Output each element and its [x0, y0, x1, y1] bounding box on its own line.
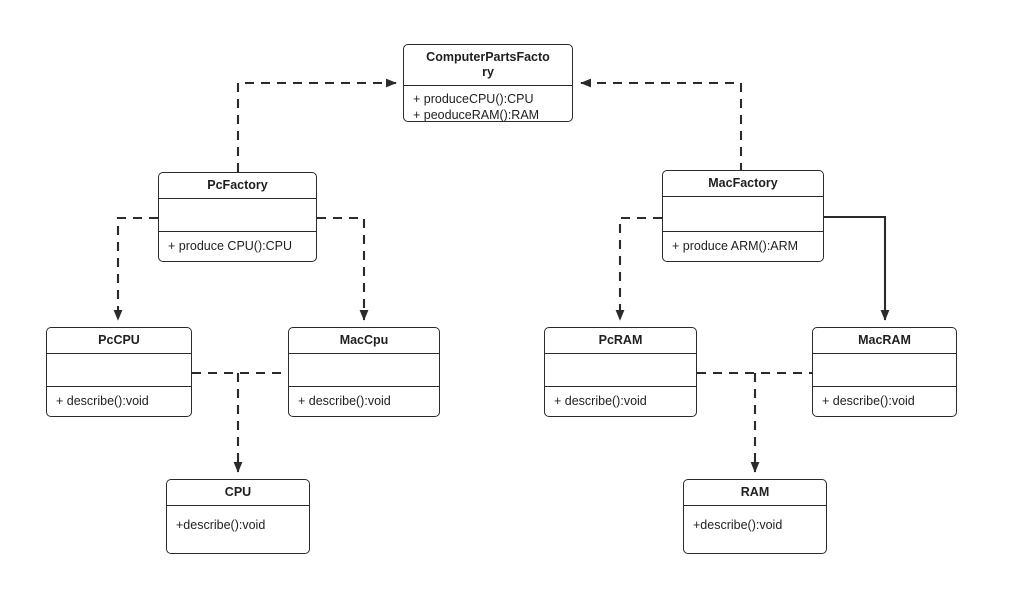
compartment-divider — [545, 386, 696, 387]
class-name-mac-factory: MacFactory — [708, 176, 778, 190]
class-name-mac-cpu: MacCpu — [339, 333, 389, 347]
compartment-divider — [159, 231, 316, 232]
class-box-pc-ram[interactable]: PcRAM + describe():void — [544, 327, 697, 417]
edge-macfactory-to-pcram — [615, 216, 662, 321]
class-name-cpu: CPU — [224, 485, 252, 499]
class-operations-cpu: +describe():void — [167, 506, 309, 546]
edge-pcfactory-to-maccpu — [317, 216, 369, 321]
edge-pcfactory-to-pccpu — [113, 216, 158, 321]
class-operations-computer-parts-factory: + produceCPU():CPU + peoduceRAM():RAM — [404, 86, 572, 122]
compartment-divider — [404, 85, 572, 86]
edge-pcfactory-to-computerpartsfactory — [236, 78, 397, 172]
compartment-divider — [684, 505, 826, 506]
operation-item: + describe():void — [56, 394, 149, 408]
class-attributes-pc-ram — [545, 354, 696, 386]
operation-item: + describe():void — [554, 394, 647, 408]
operation-item: +describe():void — [693, 518, 783, 532]
class-name-ram: RAM — [740, 485, 770, 499]
compartment-divider — [167, 505, 309, 506]
class-box-mac-factory[interactable]: MacFactory + produce ARM():ARM — [662, 170, 824, 262]
class-operations-pc-factory: + produce CPU():CPU — [159, 232, 316, 261]
class-box-mac-ram[interactable]: MacRAM + describe():void — [812, 327, 957, 417]
operation-item: + describe():void — [298, 394, 391, 408]
class-box-computer-parts-factory[interactable]: ComputerPartsFacto ry + produceCPU():CPU… — [403, 44, 573, 122]
class-name-pc-cpu: PcCPU — [98, 333, 140, 347]
class-operations-pc-ram: + describe():void — [545, 387, 696, 416]
class-operations-mac-cpu: + describe():void — [289, 387, 439, 416]
operation-item: + peoduceRAM():RAM — [413, 108, 540, 122]
class-operations-mac-ram: + describe():void — [813, 387, 956, 416]
class-attributes-pc-cpu — [47, 354, 191, 386]
compartment-divider — [663, 196, 823, 197]
class-name-computer-parts-factory: ComputerPartsFacto ry — [426, 50, 550, 79]
class-attributes-mac-cpu — [289, 354, 439, 386]
compartment-divider — [159, 198, 316, 199]
class-box-cpu[interactable]: CPU +describe():void — [166, 479, 310, 554]
edge-macfactory-to-macram — [824, 215, 890, 321]
operation-item: + produce CPU():CPU — [168, 239, 292, 253]
operation-item: +describe():void — [176, 518, 266, 532]
compartment-divider — [663, 231, 823, 232]
class-name-pc-factory: PcFactory — [207, 178, 268, 192]
class-operations-mac-factory: + produce ARM():ARM — [663, 232, 823, 261]
compartment-divider — [813, 353, 956, 354]
class-attributes-mac-factory — [663, 197, 823, 231]
class-name-mac-ram: MacRAM — [858, 333, 911, 347]
compartment-divider — [47, 353, 191, 354]
class-operations-ram: +describe():void — [684, 506, 826, 546]
edge-macfactory-to-computerpartsfactory — [580, 78, 743, 172]
compartment-divider — [813, 386, 956, 387]
compartment-divider — [545, 353, 696, 354]
class-box-mac-cpu[interactable]: MacCpu + describe():void — [288, 327, 440, 417]
class-box-pc-cpu[interactable]: PcCPU + describe():void — [46, 327, 192, 417]
operation-item: + produceCPU():CPU — [413, 92, 534, 106]
class-box-pc-factory[interactable]: PcFactory + produce CPU():CPU — [158, 172, 317, 262]
class-name-pc-ram: PcRAM — [598, 333, 643, 347]
compartment-divider — [289, 353, 439, 354]
class-operations-pc-cpu: + describe():void — [47, 387, 191, 416]
operation-item: + describe():void — [822, 394, 915, 408]
compartment-divider — [47, 386, 191, 387]
compartment-divider — [289, 386, 439, 387]
class-attributes-pc-factory — [159, 199, 316, 231]
operation-item: + produce ARM():ARM — [672, 239, 799, 253]
class-attributes-mac-ram — [813, 354, 956, 386]
class-box-ram[interactable]: RAM +describe():void — [683, 479, 827, 554]
